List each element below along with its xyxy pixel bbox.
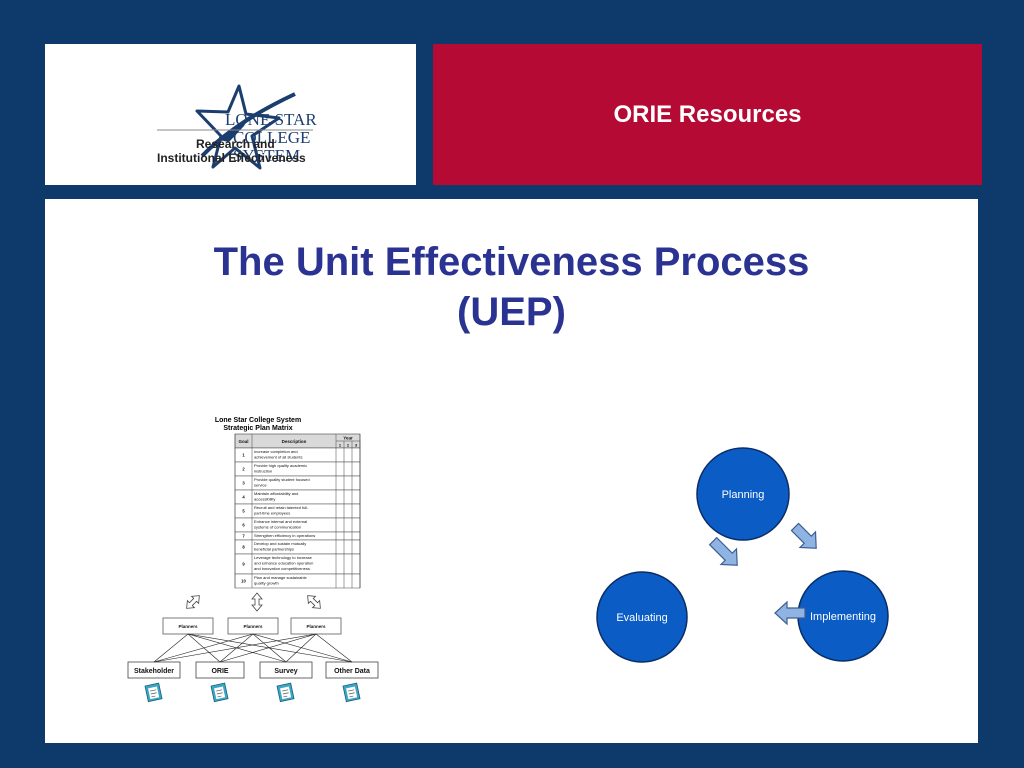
connector-line bbox=[187, 633, 287, 663]
logo-line-3: SYSTEM bbox=[233, 146, 300, 165]
matrix-goal-5: 5 bbox=[242, 509, 245, 514]
matrix-desc-line: instruction bbox=[254, 469, 272, 474]
connector-line bbox=[153, 633, 254, 663]
connector-line bbox=[187, 633, 353, 663]
connector-line bbox=[285, 633, 317, 663]
matrix-desc-line: Develop and sustain mutually bbox=[254, 541, 306, 546]
matrix-desc-line: accessibility bbox=[254, 497, 275, 502]
header-panel: ORIE Resources bbox=[433, 44, 982, 185]
logo-line-2: COLLEGE bbox=[233, 128, 310, 147]
matrix-desc-line: beneficial partnerships bbox=[254, 547, 294, 552]
matrix-desc-line: Leverage technology to increase bbox=[254, 555, 313, 560]
planner-label: Planners bbox=[306, 624, 326, 629]
matrix-title-2: Strategic Plan Matrix bbox=[223, 425, 292, 432]
connector-line bbox=[153, 633, 189, 663]
connector-line bbox=[315, 633, 353, 663]
matrix-goal-10: 10 bbox=[241, 579, 246, 584]
matrix-desc-line: part-time employees bbox=[254, 511, 290, 516]
matrix-desc-line: Enhance internal and external bbox=[254, 519, 307, 524]
matrix-goal-8: 8 bbox=[242, 545, 245, 550]
slide-title-line-2: (UEP) bbox=[457, 290, 566, 334]
double-arrow-right-icon bbox=[307, 595, 321, 609]
logo-subtitle-2: Institutional Effectiveness bbox=[157, 151, 306, 165]
strategic-plan-diagram: Lone Star College System Strategic Plan … bbox=[127, 417, 379, 703]
connector-line bbox=[153, 633, 317, 663]
planning-label: Planning bbox=[722, 489, 765, 501]
matrix-col-goal: Goal bbox=[238, 439, 248, 444]
matrix-desc-line: and enhance education operation bbox=[254, 561, 313, 566]
logo-line-1: LONE STAR bbox=[225, 110, 317, 129]
matrix-year-2: 2 bbox=[347, 443, 350, 448]
arrow-evaluating-to-planning-icon bbox=[708, 536, 738, 566]
slide-title: The Unit Effectiveness Process (UEP) bbox=[45, 237, 978, 337]
source-label: ORIE bbox=[211, 668, 228, 675]
source-label: Other Data bbox=[334, 668, 370, 675]
matrix-year-1: 1 bbox=[339, 443, 342, 448]
matrix-desc-line: achievement of all students bbox=[254, 455, 302, 460]
matrix-desc-line: Maintain affordability and bbox=[254, 491, 298, 496]
matrix-year-3: 3 bbox=[355, 443, 358, 448]
logo-subtitle-1: Research and bbox=[196, 137, 275, 151]
matrix-col-year: Year bbox=[343, 436, 353, 441]
lone-star-college-logo: LONE STAR COLLEGE SYSTEM Research and In… bbox=[157, 84, 317, 170]
planner-label: Planners bbox=[178, 624, 198, 629]
arrow-implementing-to-evaluating-icon bbox=[774, 600, 806, 626]
planning-circle bbox=[696, 447, 790, 541]
clipboard-icon bbox=[210, 682, 229, 703]
matrix-goal-7: 7 bbox=[242, 534, 245, 539]
matrix-goal-2: 2 bbox=[242, 467, 245, 472]
arrow-planning-to-implementing-icon bbox=[790, 522, 817, 549]
evaluating-circle bbox=[596, 571, 688, 663]
clipboard-icon bbox=[144, 682, 163, 703]
connector-line bbox=[219, 633, 317, 663]
matrix-title-1: Lone Star College System bbox=[215, 417, 301, 424]
matrix-desc-line: Provide high quality academic bbox=[254, 463, 307, 468]
matrix-desc-line: Provide quality student focused bbox=[254, 477, 310, 482]
clipboard-icon bbox=[342, 682, 361, 703]
planner-label: Planners bbox=[243, 624, 263, 629]
uep-cycle-diagram: Planning Implementing Evaluating bbox=[596, 447, 889, 663]
clipboard-icon bbox=[276, 682, 295, 703]
slide-title-line-1: The Unit Effectiveness Process bbox=[213, 240, 810, 284]
header-title: ORIE Resources bbox=[613, 100, 802, 128]
matrix-goal-3: 3 bbox=[242, 481, 245, 486]
matrix-goal-6: 6 bbox=[242, 523, 245, 528]
star-icon bbox=[195, 84, 296, 170]
matrix-goal-9: 9 bbox=[242, 562, 245, 567]
matrix-desc-line: Plan and manage sustainable bbox=[254, 575, 307, 580]
source-label: Survey bbox=[274, 668, 297, 675]
matrix-desc-line: systems of communication bbox=[254, 525, 301, 530]
logo-panel: LONE STAR COLLEGE SYSTEM Research and In… bbox=[45, 44, 416, 185]
matrix-desc-line: and innovation competitiveness bbox=[254, 566, 310, 571]
double-arrow-left-icon bbox=[186, 595, 200, 609]
connector-line bbox=[187, 633, 221, 663]
matrix-goal-1: 1 bbox=[242, 453, 245, 458]
double-arrow-center-icon bbox=[251, 592, 263, 612]
matrix-goal-4: 4 bbox=[242, 495, 245, 500]
matrix-desc-line: Increase completion and bbox=[254, 449, 298, 454]
matrix-col-description: Description bbox=[282, 439, 307, 444]
matrix-desc-line: Recruit and retain talented full- bbox=[254, 505, 309, 510]
matrix-desc-line: Strengthen efficiency in operations bbox=[254, 533, 315, 538]
connector-line bbox=[252, 633, 353, 663]
content-panel: The Unit Effectiveness Process (UEP) Lon… bbox=[45, 199, 978, 743]
evaluating-label: Evaluating bbox=[616, 612, 667, 624]
source-label: Stakeholder bbox=[134, 668, 174, 675]
implementing-label: Implementing bbox=[810, 611, 876, 623]
matrix-desc-line: service bbox=[254, 483, 267, 488]
matrix-desc-line: quality growth bbox=[254, 581, 279, 586]
